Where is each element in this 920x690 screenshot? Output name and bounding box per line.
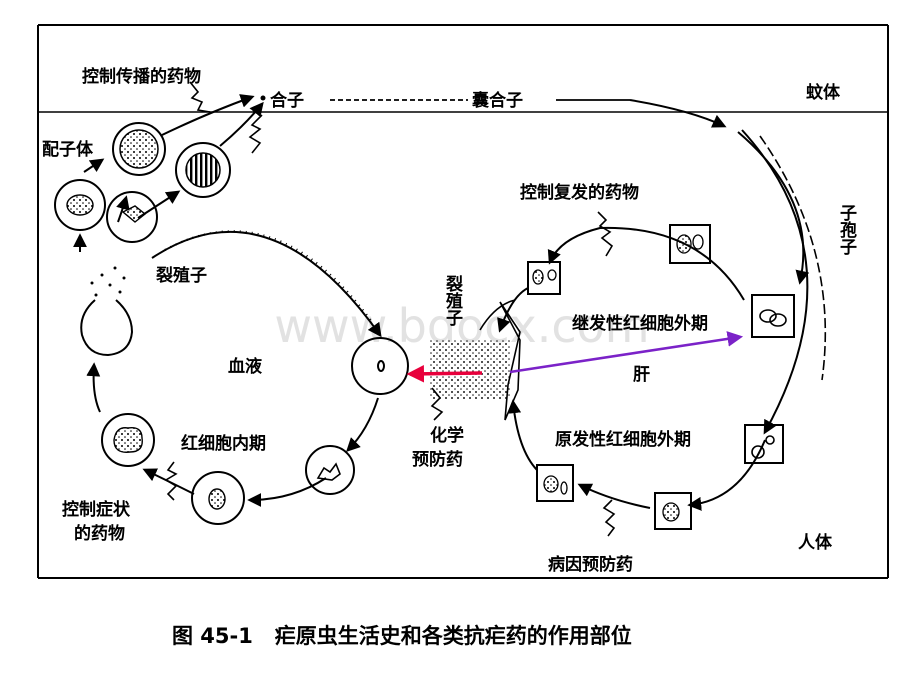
zygote-dot: [260, 95, 266, 101]
label-erythrocytic: 红细胞内期: [181, 433, 266, 454]
label-primary-exo: 原发性红细胞外期: [555, 429, 691, 450]
label-chemo-line2: 预防药: [412, 449, 463, 470]
label-liver: 肝: [633, 365, 650, 385]
label-merozoite-right: 裂殖子: [442, 274, 464, 327]
label-symptom-line1: 控制症状: [62, 499, 131, 520]
label-oocyst: 囊合子: [471, 90, 523, 111]
label-sporozoite: 子孢子: [836, 204, 857, 256]
label-relapse-drug: 控制复发的药物: [520, 182, 639, 203]
label-chemo-line1: 化学: [430, 425, 464, 446]
figure-caption: 图 45-1 疟原虫生活史和各类抗疟药的作用部位: [172, 624, 632, 648]
label-sporozoite-text: 子孢子: [836, 204, 857, 256]
erythrocytic-cycle: [54, 158, 409, 525]
purple-arrow: [509, 331, 744, 374]
label-blood: 血液: [228, 356, 262, 377]
label-transmission-drug: 控制传播的药物: [82, 66, 201, 87]
label-gametocyte: 配子体: [42, 139, 94, 160]
label-chemo: 化学 预防药: [412, 425, 470, 470]
frame: [37, 24, 889, 579]
label-zygote: 合子: [270, 90, 304, 111]
label-merozoite-left: 裂殖子: [155, 265, 207, 286]
label-symptom-line2: 的药物: [74, 523, 125, 544]
label-causal-drug: 病因预防药: [548, 554, 633, 575]
label-human: 人体: [798, 532, 833, 553]
label-merozoite-right-text: 裂殖子: [442, 274, 464, 327]
mosquito-stage: [112, 81, 827, 435]
liver-cycle: [430, 211, 795, 537]
label-mosquito: 蚊体: [806, 82, 841, 103]
label-secondary-exo: 继发性红细胞外期: [572, 313, 708, 334]
red-arrow: [406, 365, 483, 383]
label-symptom-drug: 控制症状 的药物: [62, 499, 136, 544]
